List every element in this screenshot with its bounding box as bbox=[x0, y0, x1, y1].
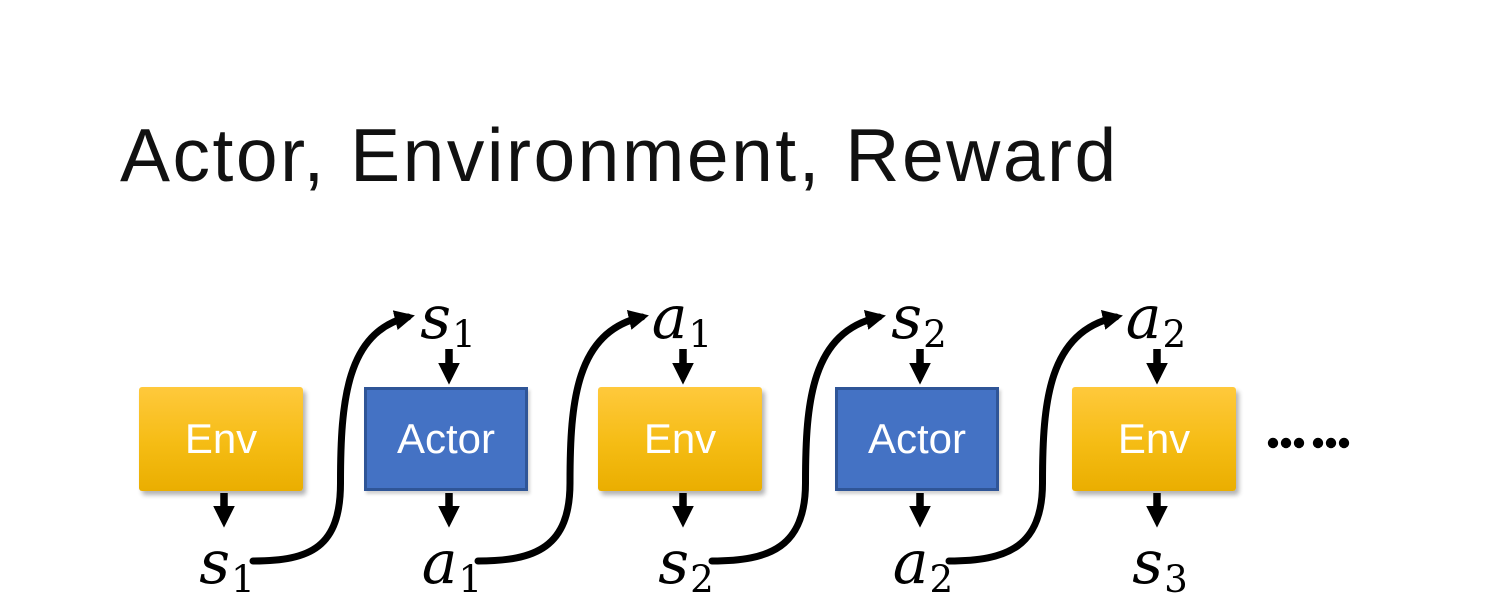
ellipsis-dot bbox=[1338, 437, 1350, 449]
ellipsis-dot bbox=[1280, 437, 1292, 449]
bottom-label-s3: s3 bbox=[1132, 533, 1187, 598]
math-symbol: a bbox=[1125, 283, 1162, 353]
actor-box-4: Actor bbox=[835, 387, 999, 491]
math-subscript: 2 bbox=[690, 556, 714, 601]
math-subscript: 1 bbox=[452, 311, 476, 356]
bottom-label-s1: s1 bbox=[199, 533, 254, 598]
math-symbol: s bbox=[1132, 528, 1164, 598]
math-symbol: s bbox=[199, 528, 231, 598]
top-label-s2: s2 bbox=[891, 288, 946, 353]
math-subscript: 2 bbox=[1162, 311, 1187, 356]
top-label-a2: a2 bbox=[1126, 288, 1186, 353]
box-label: Env bbox=[1117, 415, 1191, 462]
top-label-a1: a1 bbox=[652, 288, 712, 353]
math-symbol: s bbox=[420, 283, 452, 353]
env-box-3: Env bbox=[598, 387, 762, 491]
math-subscript: 1 bbox=[231, 556, 255, 601]
bottom-label-s2: s2 bbox=[658, 533, 713, 598]
ellipsis-dot bbox=[1293, 437, 1305, 449]
math-symbol: a bbox=[892, 528, 929, 598]
box-label: Env bbox=[643, 415, 717, 462]
actor-box-2: Actor bbox=[364, 387, 528, 491]
slide-title: Actor, Environment, Reward bbox=[120, 113, 1119, 197]
math-subscript: 3 bbox=[1164, 556, 1188, 601]
env-box-1: Env bbox=[139, 387, 303, 491]
ellipsis-dot bbox=[1267, 437, 1279, 449]
bottom-label-a2: a2 bbox=[893, 533, 953, 598]
math-symbol: s bbox=[891, 283, 923, 353]
ellipsis-dots bbox=[1267, 437, 1350, 449]
math-symbol: a bbox=[651, 283, 688, 353]
math-symbol: a bbox=[421, 528, 458, 598]
box-label: Env bbox=[184, 415, 258, 462]
top-label-s1: s1 bbox=[420, 288, 475, 353]
math-subscript: 2 bbox=[929, 556, 954, 601]
ellipsis-dot bbox=[1325, 437, 1337, 449]
math-subscript: 2 bbox=[923, 311, 947, 356]
math-subscript: 1 bbox=[688, 311, 713, 356]
ellipsis-dot bbox=[1312, 437, 1324, 449]
bottom-label-a1: a1 bbox=[422, 533, 482, 598]
box-label: Actor bbox=[396, 415, 496, 462]
env-box-5: Env bbox=[1072, 387, 1236, 491]
box-label: Actor bbox=[867, 415, 967, 462]
math-symbol: s bbox=[658, 528, 690, 598]
math-subscript: 1 bbox=[458, 556, 483, 601]
